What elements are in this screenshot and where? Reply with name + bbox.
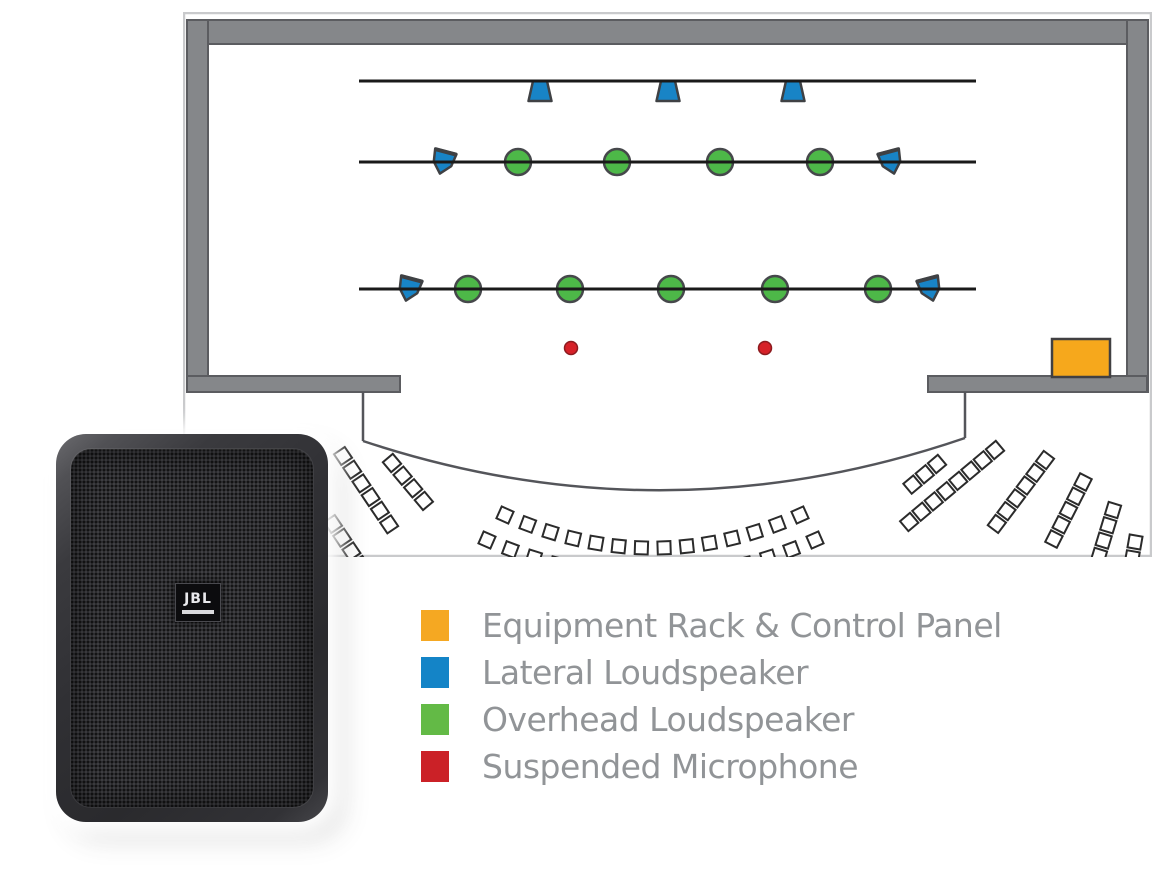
audience-seat-row-0-seat (351, 472, 372, 494)
audience-seat-row-3-seat (700, 534, 719, 552)
legend-row-2: Overhead Loudspeaker (421, 700, 1002, 739)
audience-seat-row-3-seat (518, 514, 538, 535)
audience-seat-row-2-seat (341, 540, 362, 557)
audience-seat-row-0-seat (378, 513, 400, 535)
audience-seat-row-3-seat (790, 505, 810, 525)
audience-seat-row-9-seat (1094, 531, 1114, 550)
audience-seat-row-6-seat (935, 480, 957, 502)
audience-seat-row-4-seat (524, 548, 544, 557)
audience-seat-row-9-seat (1103, 500, 1123, 520)
audience-seat-row-3-seat (767, 514, 788, 535)
audience-seat-row-7-seat (986, 513, 1008, 535)
audience-seat-row-0-seat (360, 486, 382, 508)
audience-seat-row-3-seat (745, 522, 765, 542)
audience-seat-row-2-seat (331, 527, 353, 549)
right-wall (1126, 19, 1149, 393)
audience-seat-row-8-seat (1072, 471, 1094, 493)
legend-swatch (421, 704, 449, 735)
audience-seat-row-1-seat (381, 452, 403, 474)
audience-seat-row-0-seat (332, 445, 354, 467)
audience-seat-row-6-seat (910, 501, 933, 523)
legend-swatch (421, 657, 449, 688)
audience-seat-row-9-seat (1089, 546, 1109, 557)
suspended-microphone (563, 340, 579, 356)
venue-floor-plan (183, 12, 1152, 557)
legend-label: Overhead Loudspeaker (482, 700, 855, 739)
legend-label: Suspended Microphone (482, 747, 859, 786)
audience-seat-row-4-seat (781, 539, 802, 557)
jbl-badge-bar (182, 609, 214, 614)
speaker-grille: JBL (71, 449, 313, 807)
suspended-microphone (757, 340, 773, 356)
right-stage-wall (927, 375, 1148, 393)
floor-plan-svg (183, 12, 1152, 557)
audience-seat-row-5-seat (926, 453, 948, 475)
audience-seat-row-3-seat (656, 540, 672, 556)
left-wall (186, 19, 209, 393)
audience-seat-row-0-seat (341, 459, 363, 481)
legend-row-1: Lateral Loudspeaker (421, 653, 1002, 692)
jbl-brand-text: JBL (184, 590, 212, 607)
audience-seat-row-7-seat (1015, 475, 1037, 497)
audience-seat-row-3-seat (723, 529, 742, 548)
audience-seat-row-5-seat (914, 463, 936, 485)
left-stage-wall (186, 375, 401, 393)
audience-seat-row-3-seat (495, 505, 515, 525)
audience-seat-row-7-seat (1034, 449, 1056, 471)
audience-seat-row-3-seat (564, 529, 583, 548)
legend-label: Lateral Loudspeaker (482, 653, 809, 692)
audience-seat-row-3-seat (678, 538, 696, 555)
lateral-loudspeaker-cap (400, 274, 423, 284)
legend-label: Equipment Rack & Control Panel (482, 606, 1002, 645)
audience-seat-row-4-seat (758, 548, 778, 557)
audience-seat-row-8-seat (1065, 486, 1086, 507)
lateral-loudspeaker-cap (434, 147, 457, 157)
audience-seat-row-4-seat (805, 530, 825, 550)
audience-seat-row-5-seat (901, 474, 924, 496)
audience-seat-row-4-seat (500, 539, 521, 557)
plan-frame (183, 12, 1152, 557)
audience-seat-row-7-seat (1005, 487, 1027, 509)
lateral-loudspeaker-front (655, 79, 681, 103)
product-photo-jbl-speaker: JBL (56, 434, 328, 822)
audience-seat-row-6-seat (923, 490, 945, 512)
audience-seat-row-8-seat (1051, 514, 1072, 535)
audience-seat-row-9-seat (1098, 515, 1118, 535)
legend-swatch (421, 751, 449, 782)
audience-seat-row-7-seat (1024, 462, 1046, 484)
audience-seat-row-10-seat (1126, 533, 1144, 551)
audience-seat-row-4-seat (477, 530, 497, 550)
lateral-loudspeaker-cap (916, 274, 939, 284)
equipment-rack (1050, 337, 1112, 379)
lateral-loudspeaker-cap (877, 147, 900, 157)
audience-seat-row-6-seat (947, 470, 969, 492)
audience-seat-row-8-seat (1043, 528, 1065, 550)
audience-seat-row-3-seat (610, 538, 627, 555)
legend-row-0: Equipment Rack & Control Panel (421, 606, 1002, 645)
audience-seat-row-10-seat (1123, 549, 1141, 557)
lateral-loudspeaker-front (527, 79, 553, 103)
legend-swatch (421, 610, 449, 641)
lateral-loudspeaker-front (780, 79, 806, 103)
audience-seat-row-6-seat (984, 439, 1006, 461)
audience-seat-row-6-seat (972, 449, 994, 471)
audience-seat-row-8-seat (1058, 500, 1079, 521)
audience-seat-row-3-seat (633, 540, 650, 556)
jbl-logo-badge: JBL (175, 583, 221, 622)
audience-seat-row-1-seat (402, 477, 424, 499)
top-wall (186, 19, 1148, 45)
audience-seat-row-6-seat (959, 460, 982, 482)
audience-seat-row-3-seat (587, 534, 605, 552)
audience-seat-row-1-seat (392, 465, 414, 487)
audience-seat-row-0-seat (369, 500, 391, 522)
stage-edge-arc (362, 436, 966, 492)
audience-seat-row-3-seat (541, 522, 560, 542)
audience-seat-row-7-seat (995, 500, 1017, 522)
legend-row-3: Suspended Microphone (421, 747, 1002, 786)
audience-seat-row-6-seat (898, 511, 920, 533)
audience-seat-row-1-seat (413, 490, 435, 512)
